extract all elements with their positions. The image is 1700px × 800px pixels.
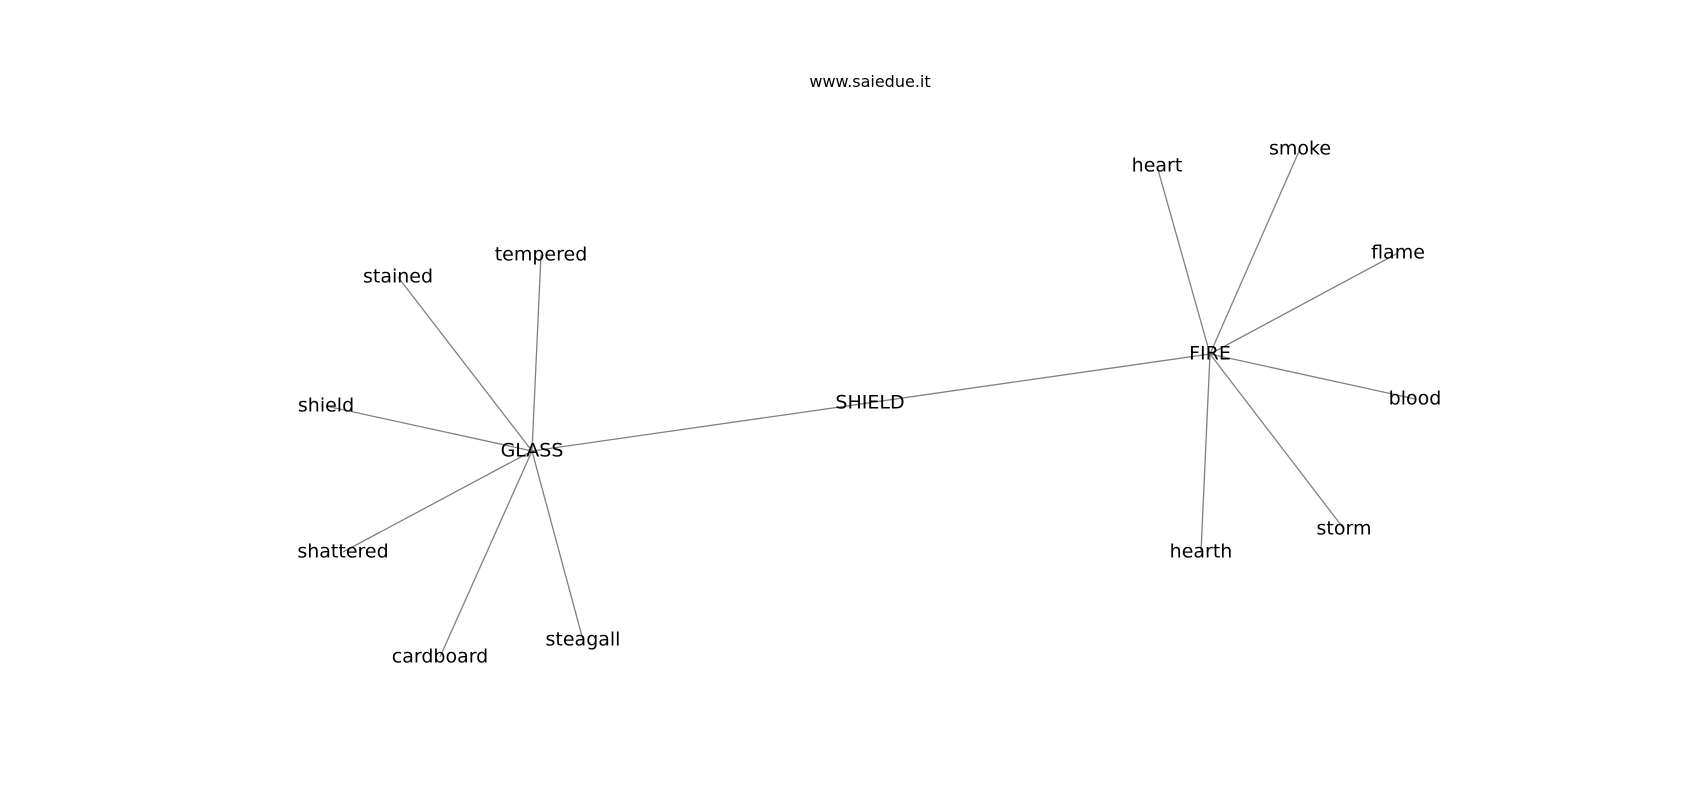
edge-glass-tempered (531, 254, 542, 452)
node-storm: storm (1316, 517, 1372, 540)
node-blood: blood (1388, 387, 1442, 410)
node-tempered: tempered (494, 243, 588, 266)
edge-fire-smoke (1209, 148, 1301, 355)
edge-glass-cardboard (439, 450, 533, 658)
node-flame: flame (1371, 241, 1425, 264)
node-hearth: hearth (1169, 540, 1233, 563)
node-glass: GLASS (500, 439, 564, 462)
edge-fire-storm (1209, 353, 1345, 530)
node-cardboard: cardboard (391, 645, 489, 668)
edge-glass-shield (325, 405, 533, 452)
node-shield: shield (297, 394, 355, 417)
edge-fire-heart (1156, 165, 1211, 355)
node-steagall: steagall (545, 628, 621, 651)
edge-glass-fire (531, 353, 1211, 452)
edge-fire-flame (1209, 252, 1399, 355)
edge-fire-hearth (1200, 353, 1211, 553)
node-shield-hub: SHIELD (835, 391, 905, 414)
edge-glass-stained (397, 276, 533, 452)
node-heart: heart (1131, 154, 1183, 177)
edge-glass-steagall (531, 450, 584, 641)
edge-fire-blood (1209, 353, 1416, 400)
node-fire: FIRE (1189, 342, 1231, 365)
site-title: www.saiedue.it (809, 72, 931, 91)
node-shattered: shattered (297, 540, 389, 563)
edge-glass-shattered (342, 450, 533, 553)
node-stained: stained (362, 265, 434, 288)
node-smoke: smoke (1268, 137, 1332, 160)
